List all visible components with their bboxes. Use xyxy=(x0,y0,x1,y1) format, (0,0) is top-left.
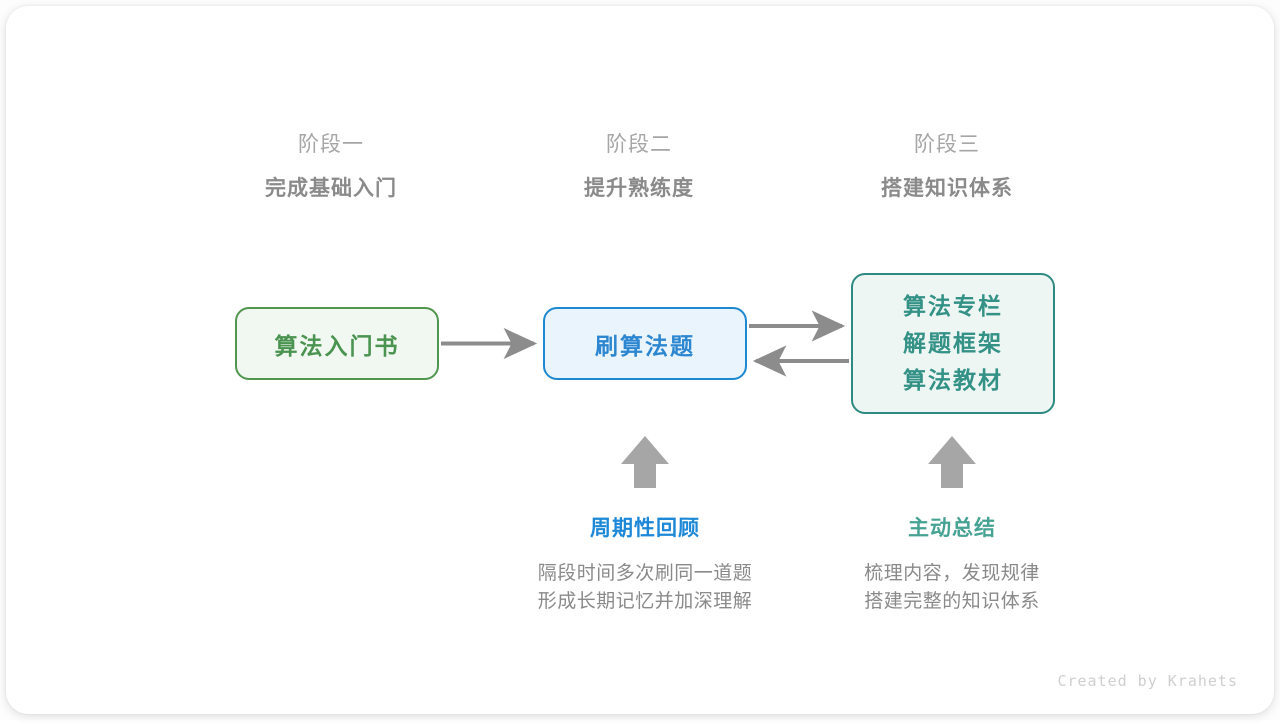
stage-header-2: 阶段二 提升熟练度 xyxy=(509,130,769,206)
stage-title-3: 搭建知识体系 xyxy=(881,177,1013,200)
stage-header-3: 阶段三 搭建知识体系 xyxy=(817,130,1077,206)
note-summary-desc-line-2: 搭建完整的知识体系 xyxy=(864,591,1040,612)
note-review-description: 隔段时间多次刷同一道题 形成长期记忆并加深理解 xyxy=(485,560,805,616)
stage-title-2: 提升熟练度 xyxy=(584,177,694,200)
note-summary-title: 主动总结 xyxy=(908,517,996,540)
note-review-title: 周期性回顾 xyxy=(590,517,700,540)
node-resources-line-3: 算法教材 xyxy=(903,367,1003,393)
node-learning-resources[interactable]: 算法专栏 解题框架 算法教材 xyxy=(851,273,1055,414)
node-algorithm-intro-book[interactable]: 算法入门书 xyxy=(235,307,439,380)
stage-header-1: 阶段一 完成基础入门 xyxy=(201,130,461,206)
up-arrow-summary xyxy=(928,436,976,488)
node-practice-line-1: 刷算法题 xyxy=(595,332,695,359)
diagram-card: 阶段一 完成基础入门 阶段二 提升熟练度 阶段三 搭建知识体系 xyxy=(6,6,1274,714)
note-review-desc-line-1: 隔段时间多次刷同一道题 xyxy=(537,563,753,584)
node-resources-line-2: 解题框架 xyxy=(903,330,1003,356)
note-summary-desc-line-1: 梳理内容，发现规律 xyxy=(864,563,1040,584)
up-arrow-review xyxy=(621,436,669,488)
node-practice-problems[interactable]: 刷算法题 xyxy=(543,307,747,380)
note-periodic-review: 周期性回顾 隔段时间多次刷同一道题 形成长期记忆并加深理解 xyxy=(485,514,805,616)
note-active-summary: 主动总结 梳理内容，发现规律 搭建完整的知识体系 xyxy=(792,514,1112,616)
note-summary-description: 梳理内容，发现规律 搭建完整的知识体系 xyxy=(792,560,1112,616)
stage-title-1: 完成基础入门 xyxy=(265,177,397,200)
credit-text: Created by Krahets xyxy=(1057,672,1238,690)
stage-label-3: 阶段三 xyxy=(914,133,980,156)
node-resources-line-1: 算法专栏 xyxy=(903,293,1003,319)
stage-label-1: 阶段一 xyxy=(298,133,364,156)
stage-label-2: 阶段二 xyxy=(606,133,672,156)
node-book-line-1: 算法入门书 xyxy=(274,332,400,359)
note-review-desc-line-2: 形成长期记忆并加深理解 xyxy=(537,591,753,612)
